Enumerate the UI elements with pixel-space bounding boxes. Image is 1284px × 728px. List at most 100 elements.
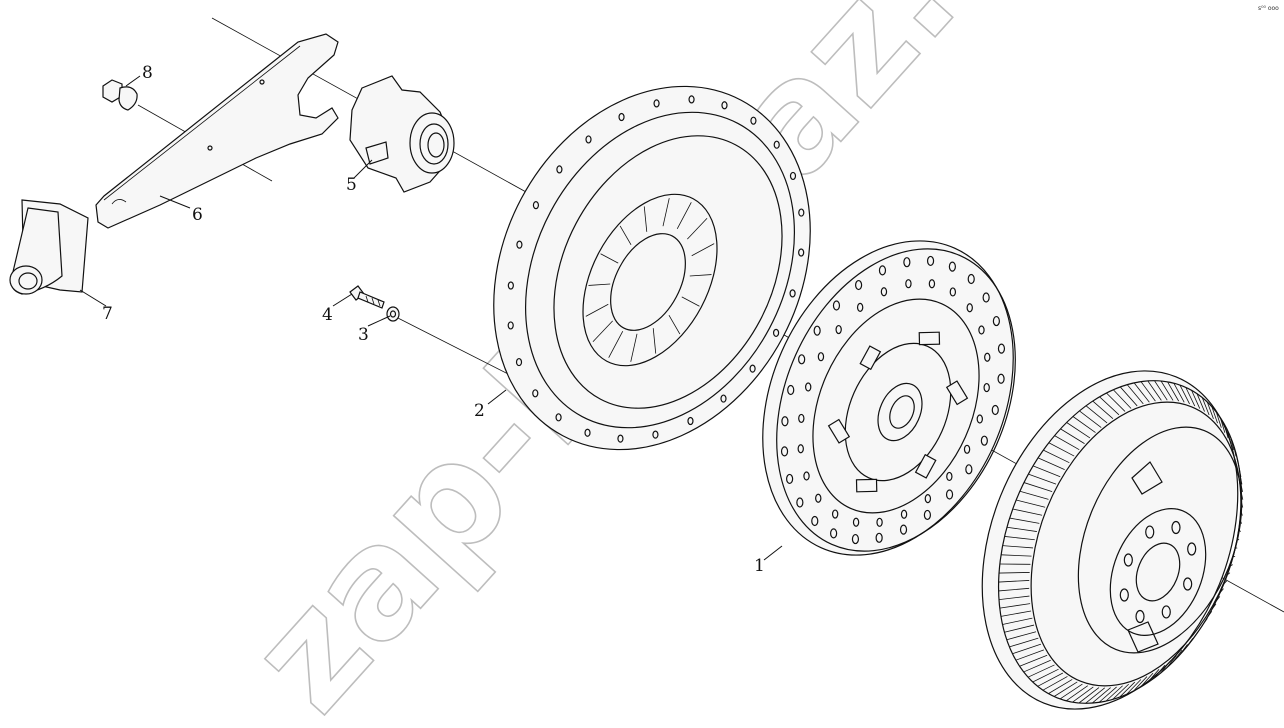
diaphragm-finger bbox=[630, 333, 638, 362]
gear-tooth bbox=[1079, 410, 1102, 428]
gear-tooth bbox=[1160, 660, 1172, 674]
gear-tooth bbox=[1227, 572, 1231, 576]
cover-hole bbox=[585, 135, 592, 144]
disc-rivet-hole bbox=[876, 517, 883, 527]
callout-7: 7 bbox=[102, 304, 113, 324]
cover-hole bbox=[688, 95, 695, 104]
disc-rivet-hole bbox=[797, 444, 804, 454]
gear-tooth bbox=[1028, 473, 1057, 485]
gear-tooth bbox=[1009, 517, 1040, 524]
cover-hole bbox=[617, 434, 624, 443]
gear-tooth bbox=[1190, 631, 1199, 642]
gear-tooth bbox=[1191, 390, 1201, 409]
gear-tooth bbox=[1126, 384, 1144, 405]
diaphragm-finger bbox=[608, 331, 624, 358]
disc-rivet-hole bbox=[815, 493, 822, 503]
disc-rivet-hole bbox=[949, 287, 957, 297]
disc-rivet-hole bbox=[905, 279, 912, 289]
cover-hole bbox=[798, 208, 805, 217]
gear-tooth bbox=[1066, 422, 1091, 439]
part-6-release-fork bbox=[95, 33, 339, 229]
gear-tooth bbox=[1211, 603, 1217, 611]
gear-tooth bbox=[1072, 686, 1094, 703]
flywheel-bolt-hole bbox=[1135, 609, 1145, 624]
gear-tooth bbox=[1059, 683, 1083, 700]
disc-rivet-hole bbox=[948, 261, 956, 272]
gear-tooth bbox=[1239, 475, 1243, 485]
disc-rivet-hole bbox=[852, 517, 860, 527]
disc-rivet-hole bbox=[984, 352, 991, 362]
flywheel-bolt-hole bbox=[1119, 588, 1129, 602]
gear-tooth bbox=[1215, 596, 1221, 602]
callout-4: 4 bbox=[322, 305, 333, 325]
gear-tooth bbox=[1048, 679, 1073, 694]
gear-tooth bbox=[1001, 554, 1032, 557]
cover-hole bbox=[556, 165, 563, 174]
gear-tooth bbox=[1133, 676, 1148, 692]
part-3-washer bbox=[386, 306, 400, 322]
disc-rivet-hole bbox=[780, 446, 789, 457]
gear-tooth bbox=[1220, 417, 1226, 433]
corner-mark: s⁰⁰ ooo bbox=[1258, 5, 1279, 12]
cover-hole bbox=[618, 112, 625, 122]
disc-rivet-hole bbox=[856, 302, 864, 312]
cover-hole bbox=[584, 428, 591, 437]
cover-hole bbox=[721, 101, 728, 110]
gear-tooth bbox=[1113, 389, 1132, 409]
gear-tooth bbox=[1004, 536, 1035, 541]
diaphragm-finger bbox=[643, 206, 648, 232]
gear-tooth bbox=[1085, 405, 1108, 424]
disc-rivet-hole bbox=[946, 471, 953, 482]
gear-tooth bbox=[998, 580, 1030, 583]
cover-hole bbox=[749, 364, 756, 373]
gear-tooth bbox=[1078, 687, 1100, 704]
diaphragm-finger bbox=[652, 328, 657, 354]
cover-hole bbox=[507, 321, 514, 330]
part-7-rubber-boot bbox=[9, 199, 89, 295]
gear-tooth bbox=[1032, 465, 1061, 478]
gear-tooth bbox=[1167, 381, 1180, 402]
disc-rivet-hole bbox=[924, 494, 932, 504]
damper-spring bbox=[918, 331, 941, 346]
disc-rivet-hole bbox=[997, 373, 1005, 384]
gear-tooth bbox=[1004, 624, 1035, 633]
gear-tooth bbox=[1240, 484, 1243, 493]
cover-hole bbox=[516, 240, 523, 249]
gear-tooth bbox=[1019, 654, 1048, 667]
cover-hole bbox=[555, 413, 562, 422]
gear-tooth bbox=[1206, 611, 1213, 619]
cover-hole bbox=[798, 248, 805, 257]
cover-hole bbox=[720, 394, 727, 403]
gear-tooth bbox=[1043, 449, 1070, 464]
callout-8: 8 bbox=[142, 63, 153, 83]
gear-tooth bbox=[1133, 382, 1150, 403]
gear-tooth bbox=[1173, 383, 1185, 403]
gear-tooth bbox=[1032, 668, 1059, 683]
damper-spring bbox=[827, 418, 851, 444]
disc-rivet-hole bbox=[813, 325, 821, 336]
callout-1: 1 bbox=[754, 556, 765, 576]
disc-rivet-hole bbox=[875, 532, 883, 543]
callout-labels: 1 2 3 4 5 6 7 8 bbox=[102, 63, 765, 576]
gear-tooth bbox=[1185, 387, 1196, 407]
gear-tooth bbox=[998, 587, 1030, 592]
gear-tooth bbox=[1015, 649, 1045, 661]
part-5-release-bearing bbox=[349, 75, 455, 193]
gear-tooth bbox=[1119, 386, 1138, 407]
part-8-bolt bbox=[102, 79, 138, 111]
gear-tooth bbox=[1012, 508, 1043, 516]
gear-tooth bbox=[1085, 687, 1106, 704]
disc-rivet-hole bbox=[798, 354, 806, 365]
gear-tooth bbox=[1072, 416, 1096, 433]
gear-tooth bbox=[1230, 437, 1235, 451]
cover-hole bbox=[515, 357, 523, 367]
gear-tooth bbox=[1002, 545, 1034, 549]
disc-rivet-hole bbox=[835, 324, 842, 335]
disc-rivet-hole bbox=[992, 315, 1000, 327]
gear-tooth bbox=[999, 603, 1031, 609]
disc-rivet-hole bbox=[830, 528, 838, 539]
flywheel-bolt-hole bbox=[1187, 542, 1197, 556]
gear-tooth bbox=[1091, 687, 1111, 704]
disc-rivet-hole bbox=[980, 435, 988, 446]
disc-rivet-hole bbox=[811, 515, 819, 527]
